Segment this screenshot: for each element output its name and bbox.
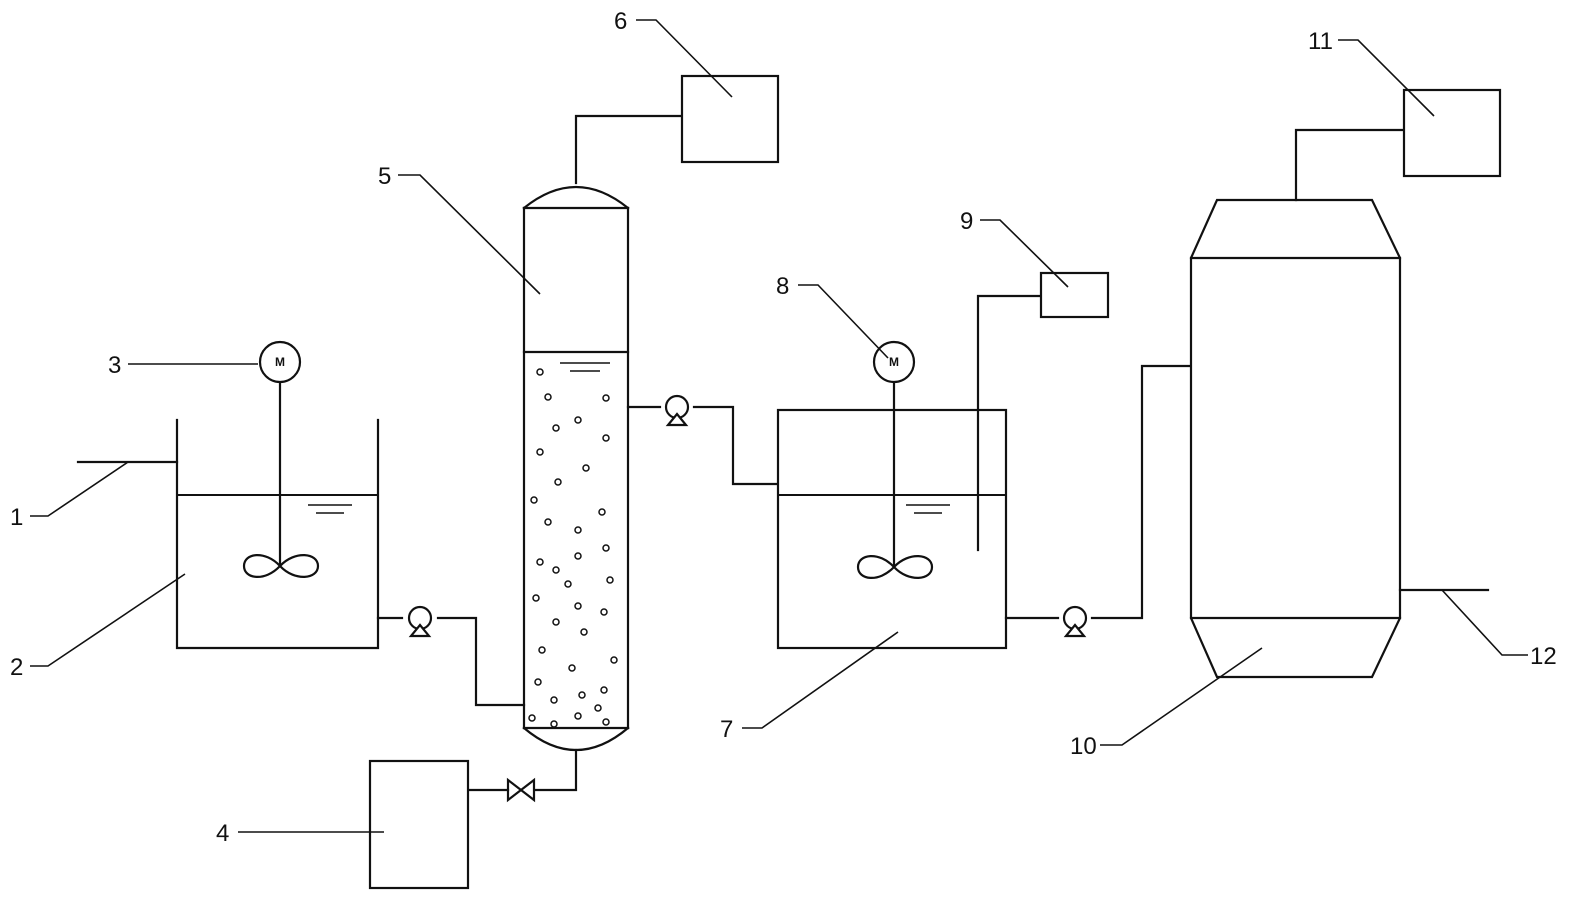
label-9: 9 — [960, 208, 973, 235]
liquid-level-icon — [308, 504, 352, 514]
box-6 — [680, 74, 780, 164]
box-4 — [368, 759, 470, 890]
label-3: 3 — [108, 352, 121, 379]
label-4: 4 — [216, 820, 229, 847]
leader-12 — [1441, 589, 1528, 656]
bubble-icon — [574, 602, 582, 610]
tank-7-body — [776, 408, 1008, 650]
bubble-icon — [532, 594, 540, 602]
leader-lines — [30, 19, 1528, 833]
leader-11 — [1338, 39, 1435, 117]
label-12: 12 — [1530, 643, 1557, 670]
label-6: 6 — [614, 8, 627, 35]
pipe-vessel10-to-box-11 — [1294, 128, 1406, 202]
part-labels: 1 2 3 4 5 6 7 8 9 10 11 12 — [10, 8, 1557, 847]
motor-icon: M — [872, 340, 916, 384]
bubble-icon — [582, 464, 590, 472]
bubble-icon — [534, 678, 542, 686]
bubble-icon — [538, 646, 546, 654]
bubble-icon — [602, 394, 610, 402]
bubble-icon — [600, 608, 608, 616]
label-5: 5 — [378, 163, 391, 190]
bubble-icon — [602, 718, 610, 726]
bubble-icon — [574, 552, 582, 560]
leader-6 — [636, 19, 733, 98]
leader-2 — [30, 573, 186, 667]
leader-8 — [798, 284, 889, 359]
bubble-icon — [602, 544, 610, 552]
pump-icon — [407, 605, 433, 638]
bubble-icon — [578, 691, 586, 699]
bubble-icon — [554, 478, 562, 486]
bubble-icon — [606, 576, 614, 584]
bubble-icon — [610, 656, 618, 664]
vessel-10-body — [1189, 198, 1402, 679]
leader-10 — [1100, 647, 1263, 746]
column-5-bottom-head — [522, 726, 630, 752]
pump-icon — [664, 394, 690, 427]
bubble-icon — [552, 618, 560, 626]
label-7: 7 — [720, 716, 733, 743]
bubble-icon — [598, 508, 606, 516]
bubble-icon — [574, 416, 582, 424]
bubble-icon — [536, 368, 544, 376]
tank-2-walls — [175, 418, 380, 650]
pipe-column5-to-box-6 — [574, 114, 684, 185]
bubble-icon — [536, 558, 544, 566]
bubble-icon — [574, 526, 582, 534]
bubble-icon — [600, 686, 608, 694]
motor-icon: M — [258, 340, 302, 384]
bubble-icon — [568, 664, 576, 672]
pump-icon — [1062, 605, 1088, 638]
bubble-icon — [594, 704, 602, 712]
liquid-level-icon — [906, 504, 950, 514]
column-5-bubbles — [528, 368, 618, 728]
pipe-column5-to-valve — [532, 748, 578, 792]
pipe-pump-to-tank-7 — [692, 405, 780, 486]
bubble-icon — [602, 434, 610, 442]
leader-1 — [30, 461, 129, 517]
column-5-top-head — [522, 185, 630, 210]
bubble-icon — [536, 448, 544, 456]
bubble-icon — [528, 714, 536, 722]
leader-7 — [742, 631, 899, 729]
impeller-icon — [242, 554, 320, 578]
leader-5 — [398, 174, 541, 295]
bubble-icon — [550, 696, 558, 704]
bubble-icon — [574, 712, 582, 720]
box-9 — [1039, 271, 1110, 319]
label-10: 10 — [1070, 733, 1097, 760]
liquid-level-icon — [560, 362, 610, 372]
impeller-icon — [856, 555, 934, 579]
column-5-walls — [522, 206, 630, 730]
vessel-10 — [1189, 198, 1402, 679]
stirred-tank-2: M — [76, 340, 380, 650]
leader-9 — [980, 219, 1069, 288]
label-2: 2 — [10, 654, 23, 681]
valve-icon — [506, 777, 536, 803]
stirred-tank-7: M — [776, 294, 1043, 650]
pipe-pump-to-column-5 — [436, 616, 526, 707]
motor-8-symbol: M — [889, 355, 899, 369]
probe-line-to-box-9 — [976, 294, 1043, 552]
bubble-icon — [564, 580, 572, 588]
bubble-icon — [544, 518, 552, 526]
bubble-icon — [580, 628, 588, 636]
bubble-icon — [552, 566, 560, 574]
bubble-icon — [552, 424, 560, 432]
packed-column-5 — [522, 185, 630, 752]
bubble-icon — [544, 393, 552, 401]
label-1: 1 — [10, 504, 23, 531]
bubble-icon — [550, 720, 558, 728]
box-11 — [1402, 88, 1502, 178]
label-8: 8 — [776, 273, 789, 300]
pipe-pump-to-vessel-10 — [1090, 364, 1193, 620]
label-11: 11 — [1308, 28, 1333, 55]
motor-3-symbol: M — [275, 355, 285, 369]
bubble-icon — [530, 496, 538, 504]
